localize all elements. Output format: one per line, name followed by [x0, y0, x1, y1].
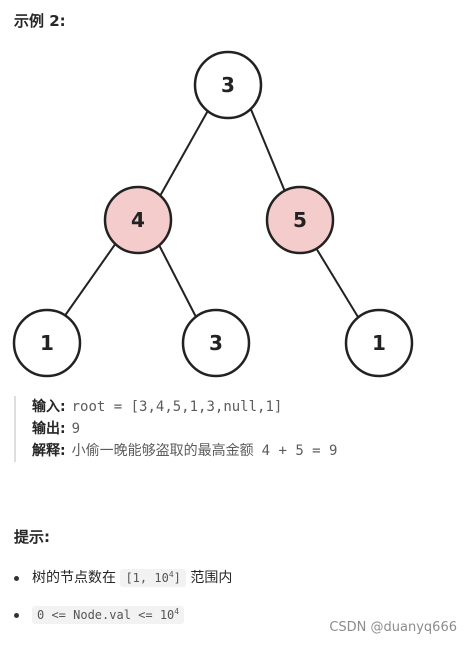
edge-left-leftleft: [63, 242, 117, 318]
node-value-right-right: 1: [372, 331, 386, 355]
edge-left-leftright: [157, 242, 197, 318]
hint1-exponent: 4: [168, 570, 174, 579]
edge-right-rightright: [312, 242, 359, 318]
node-value-left-right: 3: [209, 331, 223, 355]
node-circle-left: [103, 185, 173, 255]
node-value-left-left: 1: [40, 331, 54, 355]
input-label: 输入:: [32, 399, 66, 415]
input-value: root = [3,4,5,1,3,null,1]: [71, 399, 283, 415]
hints-title: 提示:: [14, 528, 50, 546]
node-circle-root: [193, 50, 263, 120]
explanation-line: 解释: 小偷一晚能够盗取的最高金额 4 + 5 = 9: [32, 440, 337, 462]
input-line: 输入: root = [3,4,5,1,3,null,1]: [32, 396, 337, 418]
tree-edges: [63, 106, 359, 318]
output-line: 输出: 9: [32, 418, 337, 440]
node-value-left: 4: [131, 208, 145, 232]
hint1-suffix: 范围内: [190, 570, 233, 586]
example-title: 示例 2:: [14, 12, 66, 30]
edge-root-left: [159, 106, 211, 197]
hints-list: 树的节点数在 [1, 104] 范围内 0 <= Node.val <= 104: [14, 566, 454, 640]
tree-node-right-right: 1: [344, 308, 414, 378]
node-value-root: 3: [221, 73, 235, 97]
edge-root-right: [249, 106, 287, 195]
node-circle-right: [265, 185, 335, 255]
explanation-text: 小偷一晚能够盗取的最高金额: [71, 443, 254, 459]
hint2-exponent: 4: [174, 607, 180, 616]
hint2-code: 0 <= Node.val <= 104: [32, 606, 185, 624]
node-circle-left-left: [12, 308, 82, 378]
explanation-formula: 4 + 5 = 9: [261, 443, 338, 459]
bullet-icon: [14, 576, 19, 581]
hint2-code-text: 0 <= Node.val <= 10: [37, 608, 175, 622]
tree-node-left-left: 1: [12, 308, 82, 378]
hint1-prefix: 树的节点数在: [32, 570, 116, 586]
tree-nodes: 3 4 5 1 3 1: [12, 50, 414, 378]
tree-node-root: 3: [193, 50, 263, 120]
tree-node-right: 5: [265, 185, 335, 255]
binary-tree-figure: 3 4 5 1 3 1: [12, 50, 414, 378]
node-value-right: 5: [293, 208, 307, 232]
bullet-icon: [14, 613, 19, 618]
csdn-watermark: CSDN @duanyq666: [329, 620, 457, 635]
hint-item-node-val: 0 <= Node.val <= 104: [14, 603, 454, 627]
output-value: 9: [71, 421, 81, 437]
hint1-code-end: ]: [173, 571, 181, 585]
tree-node-left-right: 3: [181, 308, 251, 378]
example-io-block: 输入: root = [3,4,5,1,3,null,1] 输出: 9 解释: …: [14, 396, 337, 462]
hint1-code-text: [1, 10: [125, 571, 169, 585]
node-circle-right-right: [344, 308, 414, 378]
hint-item-node-count: 树的节点数在 [1, 104] 范围内: [14, 566, 454, 590]
explanation-label: 解释:: [32, 443, 66, 459]
hint1-range-code: [1, 104]: [120, 569, 186, 587]
tree-node-left: 4: [103, 185, 173, 255]
output-label: 输出:: [32, 421, 66, 437]
node-circle-left-right: [181, 308, 251, 378]
